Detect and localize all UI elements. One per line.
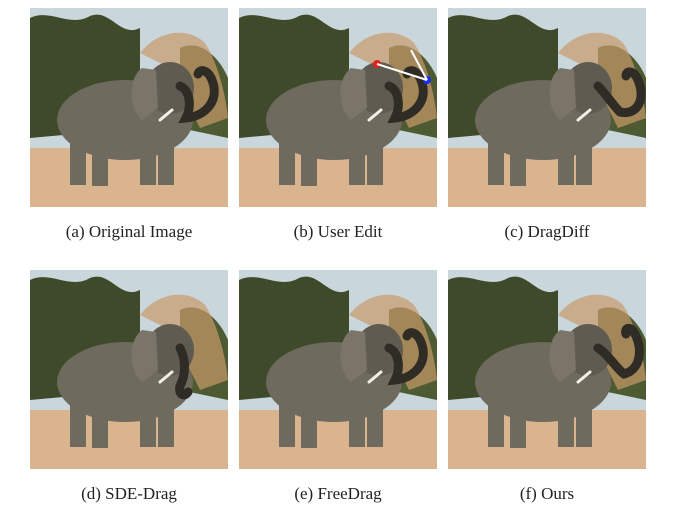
caption-c: (c) DragDiff [504,222,590,241]
elephant-ear [131,68,158,120]
elephant-leg [158,130,174,185]
elephant-ear [340,68,367,120]
elephant-leg [488,133,504,185]
elephant-leg [158,392,174,447]
elephant-leg [140,133,156,185]
elephant-head [355,62,403,114]
elephant-ear [131,330,158,382]
elephant-trunk [384,66,428,124]
elephant-image [239,270,437,469]
elephant-leg [558,395,574,447]
caption-a: (a) Original Image [65,222,193,241]
elephant-leg [367,392,383,447]
elephant-tusk [158,370,174,384]
panel-ours [448,270,646,469]
elephant-trunk [384,328,428,386]
panel-freedrag [239,270,437,469]
elephant-image [30,270,228,469]
elephant-tusk [367,108,383,122]
drag-arrow [376,49,428,81]
caption-b: (b) User Edit [293,222,383,241]
elephant-leg [488,395,504,447]
elephant-leg [349,395,365,447]
elephant-leg [558,133,574,185]
elephant-leg [510,136,526,186]
elephant-leg [279,133,295,185]
elephant-tusk [158,108,174,122]
elephant-leg [349,133,365,185]
elephant-leg [301,398,317,448]
elephant-head [564,324,612,376]
elephant-leg [279,395,295,447]
elephant-ear [549,68,576,120]
panel-sde-drag [30,270,228,469]
elephant-leg [140,395,156,447]
caption-f: (f) Ours [519,484,575,503]
elephant-leg [576,130,592,185]
elephant-trunk [175,66,219,124]
elephant-leg [70,395,86,447]
caption-d: (d) SDE-Drag [81,484,177,503]
elephant-leg [510,398,526,448]
elephant-ear [340,330,367,382]
elephant-image [448,8,646,207]
elephant-leg [301,136,317,186]
caption-e: (e) FreeDrag [294,484,382,503]
elephant-ear [549,330,576,382]
elephant-image [448,270,646,469]
elephant-leg [92,136,108,186]
elephant-tusk [576,370,592,384]
elephant-leg [367,130,383,185]
elephant-image [30,8,228,207]
panel-user-edit [239,8,437,207]
elephant-leg [92,398,108,448]
elephant-leg [70,133,86,185]
elephant-leg [576,392,592,447]
elephant-trunk [593,67,646,117]
elephant-trunk [593,323,644,379]
elephant-head [355,324,403,376]
elephant-image [239,8,437,207]
elephant-tusk [367,370,383,384]
elephant-trunk [175,343,193,400]
elephant-tusk [576,108,592,122]
panel-dragdiff [448,8,646,207]
elephant-head [564,62,612,114]
panel-original-image [30,8,228,207]
elephant-head [146,62,194,114]
